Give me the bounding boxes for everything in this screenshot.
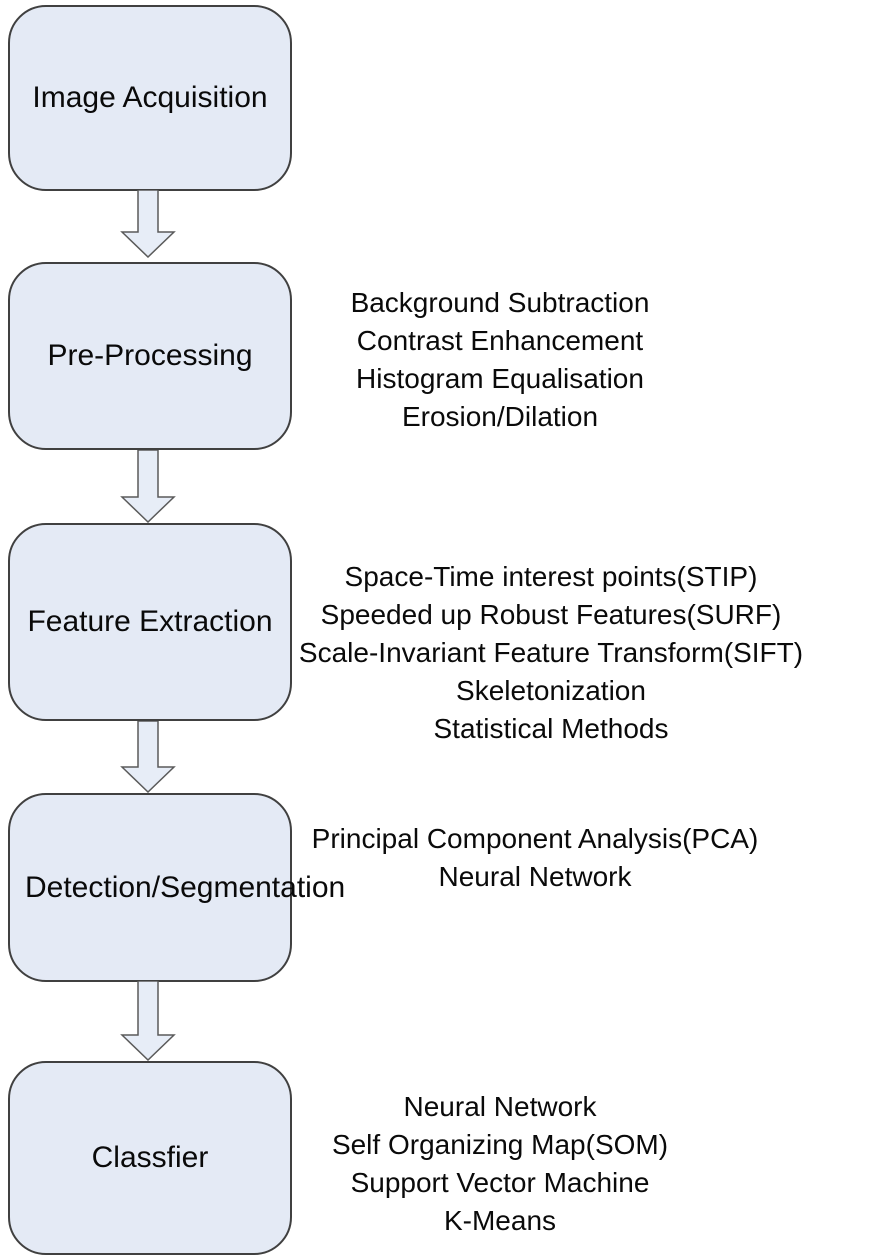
flow-node-classfier: Classfier (8, 1061, 292, 1255)
annotation-line: Skeletonization (456, 675, 646, 706)
annotation-line: Histogram Equalisation (356, 363, 644, 394)
annotation-line: Principal Component Analysis(PCA) (311, 823, 759, 854)
node-label: Feature Extraction (27, 605, 273, 638)
flow-node-image-acquisition: Image Acquisition (8, 5, 292, 191)
annotation-detection-segmentation: Principal Component Analysis(PCA) Neural… (290, 820, 780, 896)
annotation-line: Statistical Methods (433, 713, 669, 744)
annotation-classfier: Neural Network Self Organizing Map(SOM) … (300, 1088, 700, 1240)
annotation-line: Self Organizing Map(SOM) (331, 1129, 669, 1160)
down-arrow-icon (120, 450, 176, 523)
annotation-line: Support Vector Machine (350, 1167, 650, 1198)
down-arrow-icon (120, 190, 176, 258)
annotation-line: Scale-Invariant Feature Transform(SIFT) (298, 637, 804, 668)
annotation-line: K-Means (443, 1205, 557, 1236)
flow-node-feature-extraction: Feature Extraction (8, 523, 292, 721)
flow-node-detection-segmentation: Detection/Segmentation (8, 793, 346, 982)
annotation-line: Speeded up Robust Features(SURF) (320, 599, 782, 630)
node-label: Image Acquisition (32, 81, 268, 114)
down-arrow-icon (120, 721, 176, 793)
annotation-line: Erosion/Dilation (401, 401, 599, 432)
annotation-line: Neural Network (403, 1091, 597, 1122)
node-label: Detection/Segmentation (25, 870, 346, 904)
annotation-line: Background Subtraction (350, 287, 650, 318)
annotation-feature-extraction: Space-Time interest points(STIP) Speeded… (255, 558, 847, 748)
annotation-line: Space-Time interest points(STIP) (344, 561, 758, 592)
node-label: Classfier (91, 1141, 209, 1174)
flow-node-pre-processing: Pre-Processing (8, 262, 292, 450)
annotation-line: Neural Network (438, 861, 632, 892)
down-arrow-icon (120, 981, 176, 1061)
annotation-pre-processing: Background Subtraction Contrast Enhancem… (250, 284, 750, 436)
annotation-line: Contrast Enhancement (356, 325, 644, 356)
node-label: Pre-Processing (47, 339, 253, 372)
